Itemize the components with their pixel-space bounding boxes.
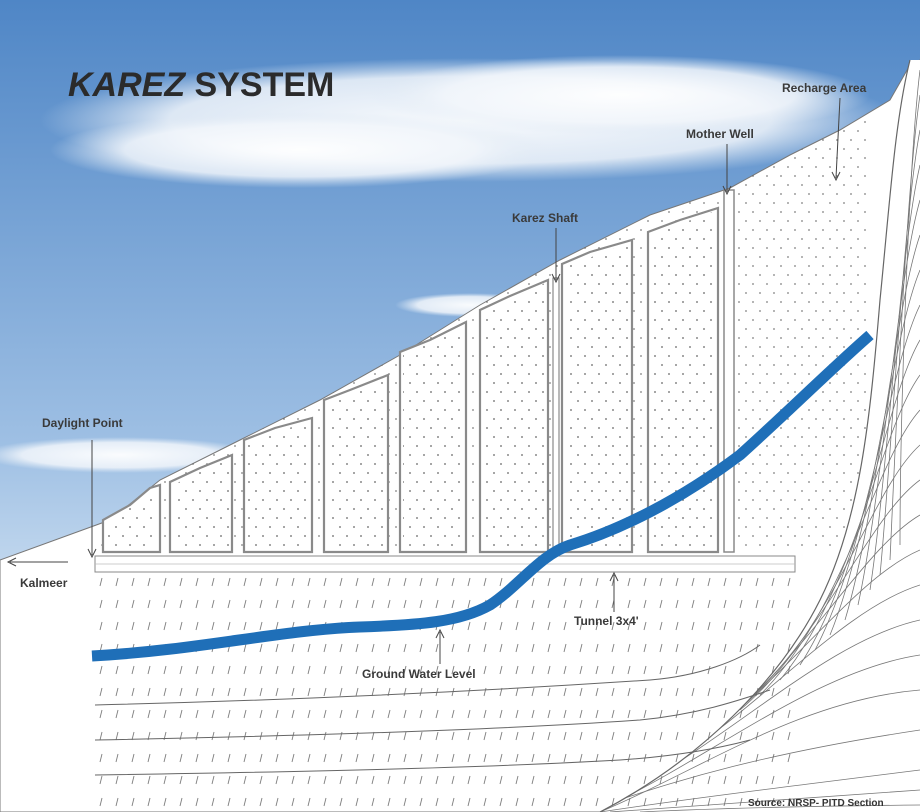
source-credit: Source: NRSP- PITD Section: [748, 798, 884, 809]
karez-shaft-label: Karez Shaft: [512, 211, 578, 225]
recharge-area-label: Recharge Area: [782, 81, 867, 95]
recharge-area-pointer: [835, 97, 841, 179]
aquifer-soil: [94, 572, 795, 812]
title-rest: SYSTEM: [185, 66, 334, 104]
tunnel: [94, 555, 796, 573]
title-emphasis: KAREZ: [68, 66, 186, 104]
tunnel-label: Tunnel 3x4': [574, 614, 639, 628]
kalmeer-label: Kalmeer: [20, 576, 68, 590]
page-title: KAREZ SYSTEM: [68, 66, 334, 104]
mother-well-label: Mother Well: [686, 127, 754, 141]
daylight-point-label: Daylight Point: [42, 416, 123, 430]
mother-well-shaft: [723, 189, 735, 553]
ground-water-level-label: Ground Water Level: [362, 667, 476, 681]
ground-water-level-line: [91, 330, 874, 662]
